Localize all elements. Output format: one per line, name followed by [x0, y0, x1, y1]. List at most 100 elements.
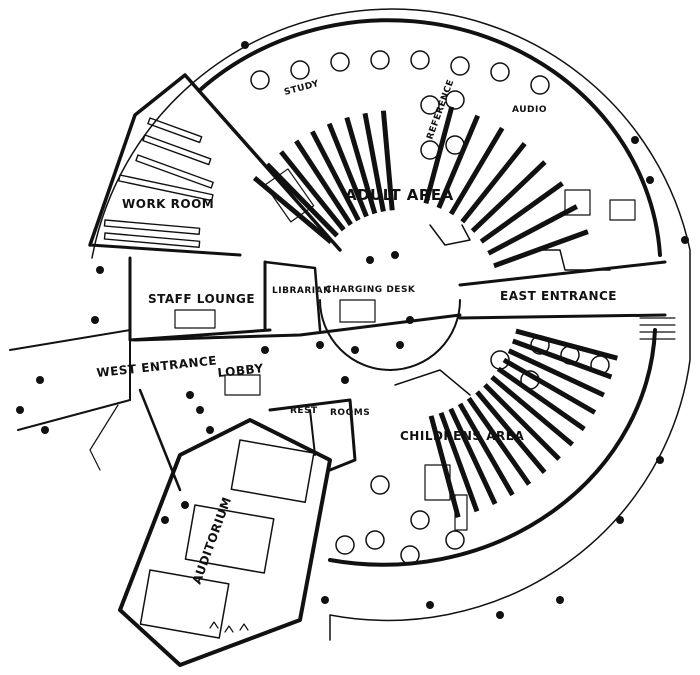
shrub-icon: [616, 516, 624, 524]
reading-table: [530, 75, 550, 95]
label-work-room: WORK ROOM: [122, 197, 214, 211]
childrens-shelf: [448, 407, 498, 505]
shrub-icon: [391, 251, 399, 259]
shrub-icon: [161, 516, 169, 524]
adult-shelf: [479, 181, 564, 244]
reading-table: [445, 135, 465, 155]
adult-shelf: [493, 229, 589, 269]
adult-shelf: [470, 160, 547, 233]
reading-table: [530, 335, 550, 355]
reading-table: [445, 90, 465, 110]
shrub-icon: [16, 406, 24, 414]
childrens-shelf: [483, 383, 561, 461]
childrens-shelf: [466, 396, 532, 486]
shrub-icon: [426, 601, 434, 609]
label-rooms: ROOMS: [330, 408, 370, 418]
grounds-boundary: [89, 8, 691, 641]
reading-table: [450, 56, 470, 76]
adult-shelf: [310, 130, 361, 222]
shrub-icon: [91, 316, 99, 324]
adult-shelf: [344, 116, 378, 215]
reading-table: [590, 355, 610, 375]
shrub-icon: [41, 426, 49, 434]
reading-table: [520, 370, 540, 390]
shrub-icon: [351, 346, 359, 354]
shrub-icon: [196, 406, 204, 414]
adult-shelf: [460, 142, 527, 224]
reading-table: [365, 530, 385, 550]
shrub-icon: [341, 376, 349, 384]
reading-table: [490, 350, 510, 370]
childrens-shelf: [507, 348, 605, 398]
childrens-shelf: [490, 375, 575, 447]
shrub-icon: [631, 136, 639, 144]
shrub-icon: [316, 341, 324, 349]
reading-table: [410, 510, 430, 530]
adult-shelf: [487, 204, 578, 256]
shrub-icon: [36, 376, 44, 384]
work-room: [88, 73, 342, 257]
adult-shelf: [380, 110, 395, 211]
reading-table: [410, 50, 430, 70]
label-study: STUDY: [283, 79, 320, 98]
adult-shelf: [362, 112, 386, 212]
childrens-shelf: [475, 390, 547, 475]
reading-table: [490, 62, 510, 82]
shrub-icon: [681, 236, 689, 244]
shrub-icon: [321, 596, 329, 604]
label-charging-desk: CHARGING DESK: [325, 285, 416, 295]
childrens-shelf: [438, 411, 480, 513]
reading-table: [370, 50, 390, 70]
label-west-entrance: WEST ENTRANCE: [96, 353, 218, 380]
label-adult-area: ADULT AREA: [345, 186, 454, 204]
reading-table: [290, 60, 310, 80]
reading-table: [420, 95, 440, 115]
adult-shelf: [265, 162, 339, 238]
shrub-icon: [396, 341, 404, 349]
shrub-icon: [181, 501, 189, 509]
shrub-icon: [646, 176, 654, 184]
east-wing: [458, 260, 676, 340]
childrens-shelf: [502, 357, 597, 415]
shrub-icon: [96, 266, 104, 274]
shrub-icon: [206, 426, 214, 434]
reading-table: [400, 545, 420, 565]
label-rest: REST: [290, 406, 318, 416]
adult-shelf: [436, 114, 481, 209]
childrens-shelf: [457, 402, 515, 497]
label-childrens-area: CHILDRENS AREA: [400, 429, 524, 443]
shrub-icon: [241, 41, 249, 49]
adult-shelf: [448, 126, 505, 216]
shrub-icon: [261, 346, 269, 354]
reading-table: [330, 52, 350, 72]
reading-table: [250, 70, 270, 90]
childrens-shelf: [496, 366, 586, 432]
childrens-furniture: [394, 369, 471, 531]
childrens-shelf: [515, 328, 618, 361]
reading-tables-group: [250, 50, 610, 565]
label-audio: AUDIO: [512, 105, 547, 115]
shrub-icon: [656, 456, 664, 464]
rest-rooms: [268, 398, 357, 472]
adult-shelf: [423, 106, 455, 205]
west-wing: [9, 313, 462, 492]
reading-table: [560, 345, 580, 365]
landscaping-group: [16, 41, 689, 619]
shrub-icon: [186, 391, 194, 399]
reading-table: [370, 475, 390, 495]
label-librarian: LIBRARIAN: [272, 286, 331, 296]
childrens-shelf: [428, 415, 461, 518]
reading-table: [445, 530, 465, 550]
label-lobby: LOBBY: [217, 361, 264, 380]
label-east-entrance: EAST ENTRANCE: [500, 289, 617, 303]
adult-shelf: [294, 139, 353, 226]
adult-furniture: [429, 189, 636, 271]
adult-shelf: [326, 122, 369, 218]
adult-shelf: [279, 150, 346, 232]
reading-table: [335, 535, 355, 555]
shrub-icon: [496, 611, 504, 619]
shrub-icon: [556, 596, 564, 604]
reading-table: [420, 140, 440, 160]
auditorium: [118, 418, 332, 667]
